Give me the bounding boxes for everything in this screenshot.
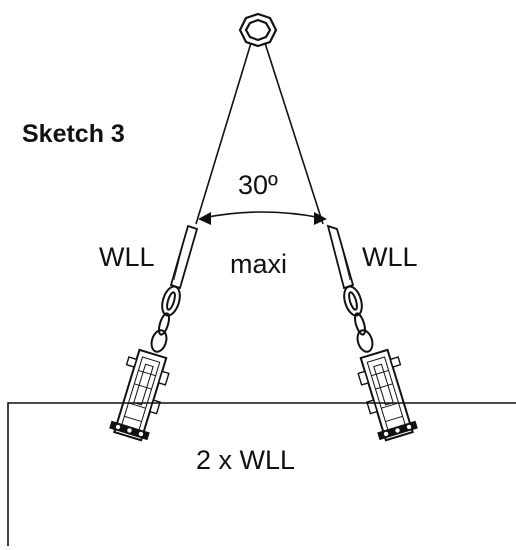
angle-dimension-arrow — [198, 211, 327, 225]
left-leg-wll-label: WLL — [99, 242, 155, 272]
right-sling-leg — [264, 42, 324, 225]
right-plate-clamp — [357, 348, 418, 442]
right-leg-wll-label: WLL — [362, 242, 418, 272]
left-ferrule — [169, 224, 199, 290]
left-chain — [150, 285, 181, 353]
right-chain — [343, 285, 374, 353]
left-plate-clamp — [109, 348, 170, 442]
sketch-title: Sketch 3 — [22, 120, 125, 148]
load-capacity-label: 2 x WLL — [196, 445, 296, 475]
load-outline — [7, 402, 516, 546]
angle-label: 30º — [238, 170, 278, 200]
right-ferrule — [326, 224, 355, 290]
master-link — [238, 12, 278, 48]
left-sling-leg — [195, 42, 252, 225]
maxi-label: maxi — [230, 249, 288, 279]
